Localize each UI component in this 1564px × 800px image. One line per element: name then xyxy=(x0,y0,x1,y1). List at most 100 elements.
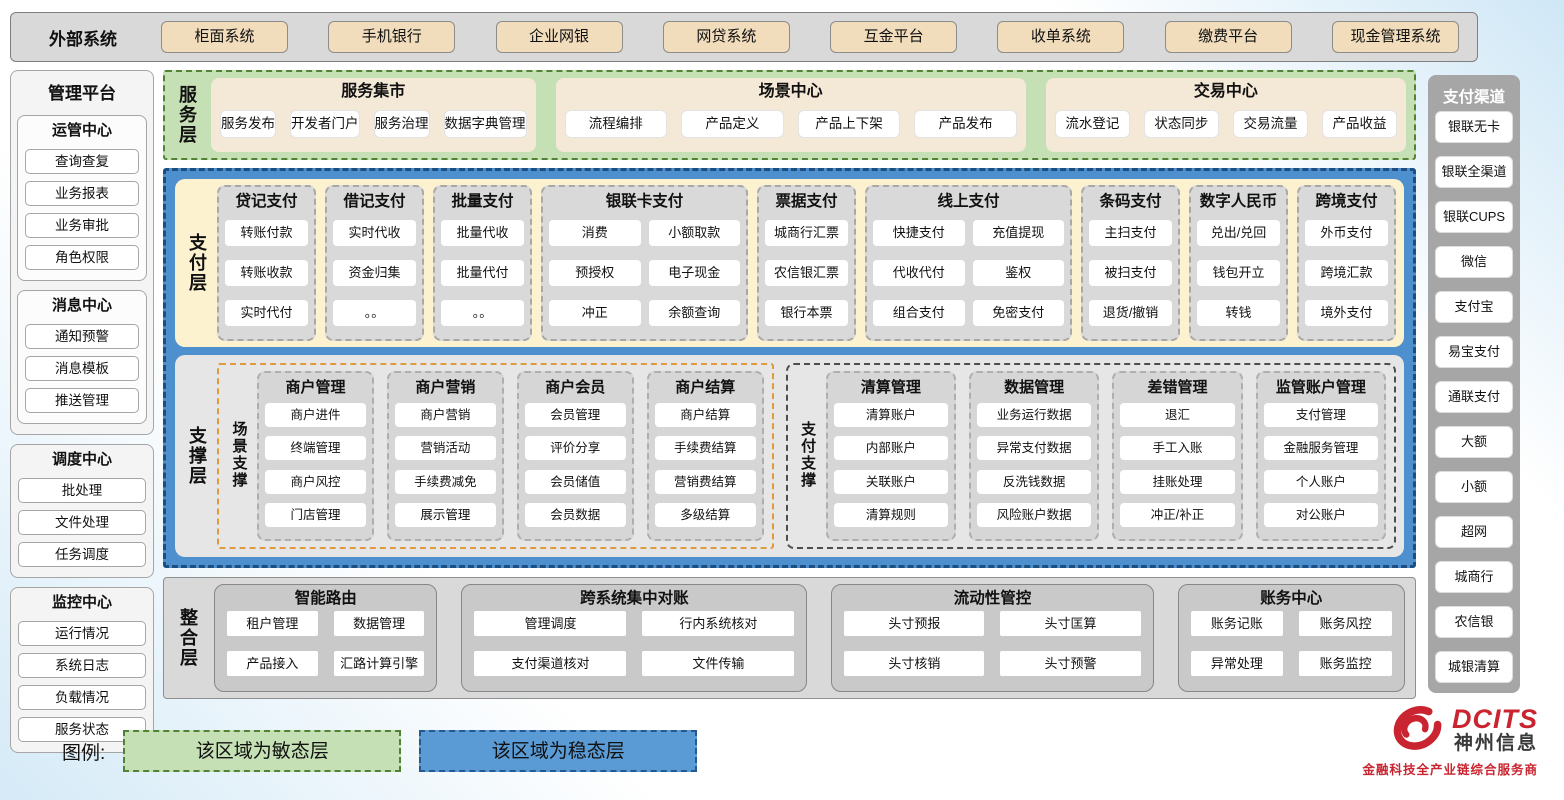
payment-channel-button[interactable]: 通联支付 xyxy=(1435,381,1513,413)
payment-channel-button[interactable]: 微信 xyxy=(1435,246,1513,278)
payment-item-button[interactable]: 快捷支付 xyxy=(873,220,965,246)
integration-item-button[interactable]: 头寸核销 xyxy=(844,650,985,676)
management-item-button[interactable]: 角色权限 xyxy=(25,245,139,270)
payment-item-button[interactable]: 代收代付 xyxy=(873,260,965,286)
support-item-button[interactable]: 关联账户 xyxy=(833,469,948,494)
integration-item-button[interactable]: 头寸预警 xyxy=(1000,650,1141,676)
support-item-button[interactable]: 冲正/补正 xyxy=(1120,503,1235,528)
management-item-button[interactable]: 通知预警 xyxy=(25,324,139,349)
payment-channel-button[interactable]: 超网 xyxy=(1435,516,1513,548)
service-item-button[interactable]: 状态同步 xyxy=(1144,111,1218,137)
payment-channel-button[interactable]: 支付宝 xyxy=(1435,291,1513,323)
payment-channel-button[interactable]: 银联全渠道 xyxy=(1435,156,1513,188)
payment-item-button[interactable]: 余额查询 xyxy=(648,300,740,326)
payment-item-button[interactable]: 。。 xyxy=(441,300,524,326)
payment-channel-button[interactable]: 城商行 xyxy=(1435,561,1513,593)
payment-item-button[interactable]: 境外支付 xyxy=(1305,300,1388,326)
integration-item-button[interactable]: 账务监控 xyxy=(1299,650,1392,676)
external-system-button[interactable]: 手机银行 xyxy=(328,21,456,53)
external-system-button[interactable]: 收单系统 xyxy=(997,21,1125,53)
service-item-button[interactable]: 服务治理 xyxy=(374,111,429,137)
external-system-button[interactable]: 网贷系统 xyxy=(662,21,790,53)
integration-item-button[interactable]: 支付渠道核对 xyxy=(474,650,627,676)
support-item-button[interactable]: 终端管理 xyxy=(265,436,366,461)
payment-item-button[interactable]: 银行本票 xyxy=(765,300,848,326)
payment-item-button[interactable]: 跨境汇款 xyxy=(1305,260,1388,286)
payment-item-button[interactable]: 组合支付 xyxy=(873,300,965,326)
management-item-button[interactable]: 查询查复 xyxy=(25,149,139,174)
payment-item-button[interactable]: 。。 xyxy=(333,300,416,326)
support-item-button[interactable]: 个人账户 xyxy=(1263,469,1378,494)
service-item-button[interactable]: 产品定义 xyxy=(682,111,783,137)
external-system-button[interactable]: 现金管理系统 xyxy=(1331,21,1459,53)
integration-item-button[interactable]: 头寸匡算 xyxy=(1000,611,1141,636)
service-item-button[interactable]: 产品发布 xyxy=(915,111,1016,137)
support-item-button[interactable]: 对公账户 xyxy=(1263,503,1378,528)
management-item-button[interactable]: 消息模板 xyxy=(25,356,139,381)
payment-channel-button[interactable]: 大额 xyxy=(1435,426,1513,458)
support-item-button[interactable]: 商户营销 xyxy=(394,402,496,427)
management-item-button[interactable]: 推送管理 xyxy=(25,388,139,413)
payment-item-button[interactable]: 批量代收 xyxy=(441,220,524,246)
payment-item-button[interactable]: 冲正 xyxy=(549,300,641,326)
payment-item-button[interactable]: 小额取款 xyxy=(648,220,740,246)
payment-channel-button[interactable]: 银联CUPS xyxy=(1435,201,1513,233)
payment-item-button[interactable]: 农信银汇票 xyxy=(765,260,848,286)
service-item-button[interactable]: 服务发布 xyxy=(221,111,275,137)
integration-item-button[interactable]: 账务风控 xyxy=(1299,611,1392,636)
payment-item-button[interactable]: 退货/撤销 xyxy=(1089,300,1172,326)
management-item-button[interactable]: 文件处理 xyxy=(18,510,146,535)
support-item-button[interactable]: 异常支付数据 xyxy=(977,436,1092,461)
service-item-button[interactable]: 流水登记 xyxy=(1055,111,1129,137)
support-item-button[interactable]: 商户风控 xyxy=(265,469,366,494)
management-item-button[interactable]: 任务调度 xyxy=(18,542,146,567)
management-item-button[interactable]: 运行情况 xyxy=(18,621,146,646)
payment-item-button[interactable]: 转钱 xyxy=(1197,300,1280,326)
support-item-button[interactable]: 会员数据 xyxy=(524,503,626,528)
service-item-button[interactable]: 开发者门户 xyxy=(291,111,359,137)
payment-item-button[interactable]: 鉴权 xyxy=(972,260,1064,286)
support-item-button[interactable]: 门店管理 xyxy=(265,503,366,528)
support-item-button[interactable]: 商户结算 xyxy=(654,402,756,427)
payment-item-button[interactable]: 外币支付 xyxy=(1305,220,1388,246)
payment-channel-button[interactable]: 小额 xyxy=(1435,471,1513,503)
payment-item-button[interactable]: 资金归集 xyxy=(333,260,416,286)
payment-channel-button[interactable]: 农信银 xyxy=(1435,606,1513,638)
integration-item-button[interactable]: 管理调度 xyxy=(474,611,627,636)
payment-item-button[interactable]: 兑出/兑回 xyxy=(1197,220,1280,246)
payment-channel-button[interactable]: 城银清算 xyxy=(1435,651,1513,683)
payment-item-button[interactable]: 实时代付 xyxy=(225,300,308,326)
support-item-button[interactable]: 清算账户 xyxy=(833,402,948,427)
service-item-button[interactable]: 数据字典管理 xyxy=(444,111,526,137)
payment-item-button[interactable]: 钱包开立 xyxy=(1197,260,1280,286)
payment-item-button[interactable]: 批量代付 xyxy=(441,260,524,286)
payment-channel-button[interactable]: 银联无卡 xyxy=(1435,111,1513,143)
support-item-button[interactable]: 清算规则 xyxy=(833,503,948,528)
payment-item-button[interactable]: 电子现金 xyxy=(648,260,740,286)
support-item-button[interactable]: 多级结算 xyxy=(654,503,756,528)
support-item-button[interactable]: 展示管理 xyxy=(394,503,496,528)
payment-item-button[interactable]: 消费 xyxy=(549,220,641,246)
support-item-button[interactable]: 风险账户数据 xyxy=(977,503,1092,528)
payment-item-button[interactable]: 转账付款 xyxy=(225,220,308,246)
support-item-button[interactable]: 商户进件 xyxy=(265,402,366,427)
payment-item-button[interactable]: 被扫支付 xyxy=(1089,260,1172,286)
support-item-button[interactable]: 挂账处理 xyxy=(1120,469,1235,494)
management-item-button[interactable]: 批处理 xyxy=(18,478,146,503)
external-system-button[interactable]: 柜面系统 xyxy=(161,21,288,53)
integration-item-button[interactable]: 文件传输 xyxy=(642,650,795,676)
management-item-button[interactable]: 服务状态 xyxy=(18,717,146,742)
payment-item-button[interactable]: 城商行汇票 xyxy=(765,220,848,246)
management-item-button[interactable]: 系统日志 xyxy=(18,653,146,678)
support-item-button[interactable]: 会员储值 xyxy=(524,469,626,494)
support-item-button[interactable]: 营销活动 xyxy=(394,436,496,461)
management-item-button[interactable]: 负载情况 xyxy=(18,685,146,710)
support-item-button[interactable]: 支付管理 xyxy=(1263,402,1378,427)
support-item-button[interactable]: 营销费结算 xyxy=(654,469,756,494)
payment-item-button[interactable]: 充值提现 xyxy=(972,220,1064,246)
integration-item-button[interactable]: 头寸预报 xyxy=(844,611,985,636)
payment-item-button[interactable]: 转账收款 xyxy=(225,260,308,286)
management-item-button[interactable]: 业务报表 xyxy=(25,181,139,206)
external-system-button[interactable]: 企业网银 xyxy=(495,21,623,53)
payment-item-button[interactable]: 预授权 xyxy=(549,260,641,286)
